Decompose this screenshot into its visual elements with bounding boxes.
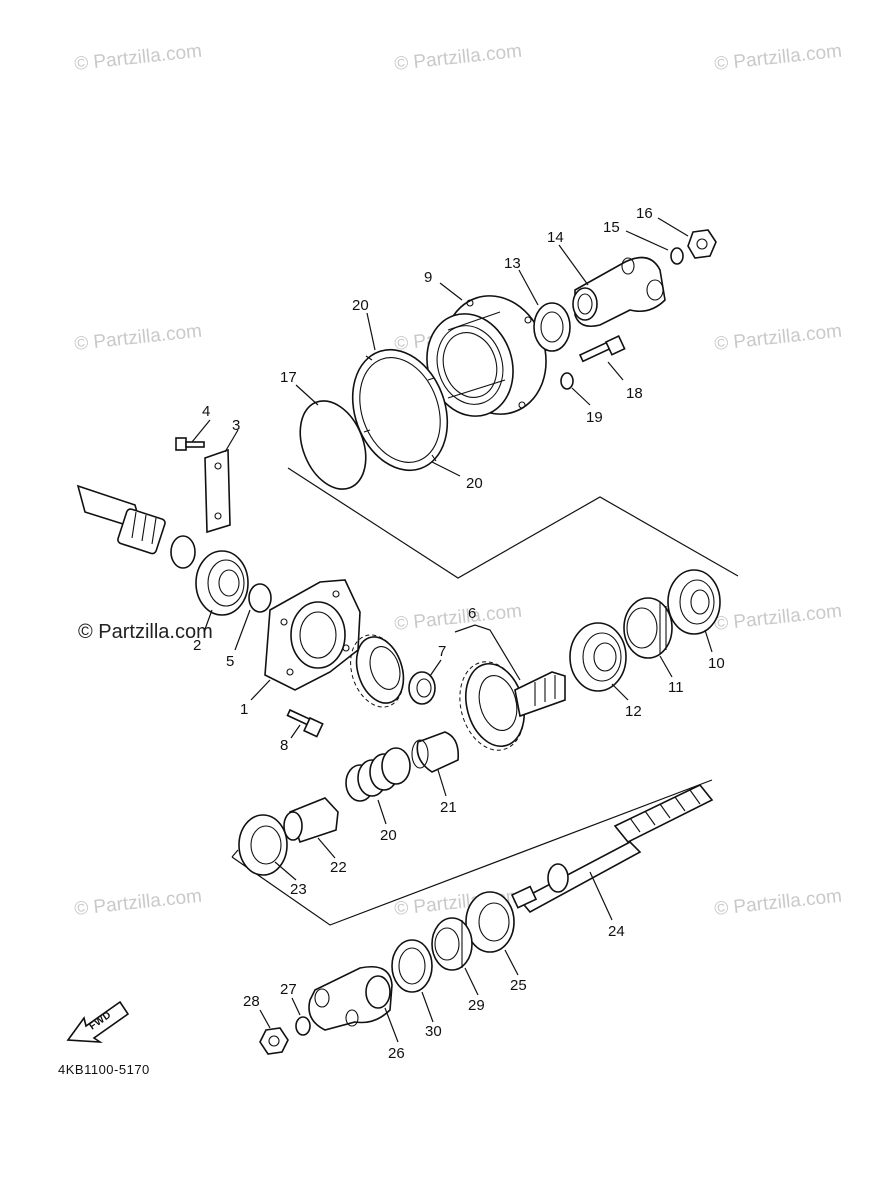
- callout-11: 11: [668, 679, 684, 696]
- retainer-part-30: [431, 917, 473, 971]
- lower-bracket-line: [231, 779, 713, 926]
- watermark: © Partzilla.com: [393, 41, 523, 75]
- assembly-lines: [231, 467, 739, 926]
- input-shaft: [76, 484, 196, 569]
- gasket-part-20: [351, 348, 449, 472]
- nut-part-16: [687, 229, 717, 259]
- watermark-dark: © Partzilla.com: [78, 621, 213, 643]
- catalog-code: 4KB1100-5170: [58, 1062, 150, 1077]
- callout-9: 9: [424, 269, 432, 286]
- watermarks: © Partzilla.com © Partzilla.com © Partzi…: [73, 41, 843, 920]
- watermark: © Partzilla.com: [713, 321, 843, 355]
- callout-12: 12: [625, 703, 642, 720]
- washer-part-15: [670, 247, 684, 265]
- bearing-part-2: [195, 550, 249, 616]
- callout-14: 14: [547, 229, 564, 246]
- callout-5: 5: [226, 653, 234, 670]
- bearing-part-24: [238, 814, 288, 876]
- fwd-arrow-icon: FWD: [66, 1000, 130, 1043]
- callout-17: 17: [280, 369, 297, 386]
- callout-23: 22: [330, 859, 347, 876]
- oil-seal-part-13: [533, 302, 571, 352]
- washer-part-19: [560, 372, 574, 390]
- upper-bracket-line: [287, 467, 739, 579]
- callout-31: 30: [425, 1023, 442, 1040]
- callout-20a: 20: [352, 297, 369, 314]
- callout-21: 20: [380, 827, 397, 844]
- callout-6: 6: [468, 605, 476, 622]
- watermark: © Partzilla.com: [73, 886, 203, 920]
- watermark: © Partzilla.com: [713, 886, 843, 920]
- callout-4: 4: [202, 403, 210, 420]
- bolt-part-4: [175, 437, 205, 451]
- watermark: © Partzilla.com: [73, 321, 203, 355]
- shaft-guide-line: [231, 849, 239, 858]
- watermark: © Partzilla.com: [713, 41, 843, 75]
- callout-20b: 20: [466, 475, 483, 492]
- yoke-part-14: [572, 256, 666, 328]
- washer-part-28: [295, 1016, 311, 1036]
- bolt-part-18: [578, 335, 626, 363]
- callout-27: 26: [388, 1045, 405, 1062]
- callout-24: 23: [290, 881, 307, 898]
- callout-10: 10: [708, 655, 725, 672]
- watermark: © Partzilla.com: [713, 601, 843, 635]
- callout-16: 16: [636, 205, 653, 222]
- callout-2: 2: [193, 637, 201, 654]
- bearing-part-12: [569, 622, 627, 692]
- bearing-part-10: [667, 569, 721, 635]
- bearing-part-26: [465, 891, 515, 953]
- o-ring-part-5: [248, 583, 272, 613]
- callout-1: 1: [240, 701, 248, 718]
- callout-26: 25: [510, 977, 527, 994]
- gear-set-part-6: [350, 634, 566, 751]
- output-shaft-part-25: [510, 784, 714, 914]
- spring-part-21: [345, 747, 411, 802]
- callout-28: 27: [280, 981, 297, 998]
- nut-part-29: [259, 1027, 289, 1055]
- callout-25: 24: [608, 923, 625, 940]
- collar-part-22: [411, 731, 460, 773]
- callout-13: 13: [504, 255, 521, 272]
- leader-lines: [191, 217, 713, 1043]
- callout-3: 3: [232, 417, 240, 434]
- bearing-housing-part-1: [264, 579, 361, 691]
- oil-seal-part-31: [391, 939, 433, 993]
- spacer-part-23: [283, 797, 339, 844]
- callouts: 9 20 17 20 13 14 15 16 18 19 4 3 2 5 1 8…: [193, 205, 725, 1062]
- callout-8: 8: [280, 737, 288, 754]
- callout-19: 19: [586, 409, 603, 426]
- watermark: © Partzilla.com: [73, 41, 203, 75]
- nut-part-7: [408, 671, 436, 705]
- callout-15: 15: [603, 219, 620, 236]
- watermark: © Partzilla.com: [393, 601, 523, 635]
- callout-29: 28: [243, 993, 260, 1010]
- callout-30: 29: [468, 997, 485, 1014]
- callout-18: 18: [626, 385, 643, 402]
- plate-part-3: [204, 448, 231, 534]
- callout-22: 21: [440, 799, 457, 816]
- bolt-part-8: [286, 708, 324, 738]
- yoke-part-27: [308, 966, 393, 1031]
- retainer-part-11: [623, 597, 673, 659]
- callout-7: 7: [438, 643, 446, 660]
- housing-part-9: [426, 295, 547, 417]
